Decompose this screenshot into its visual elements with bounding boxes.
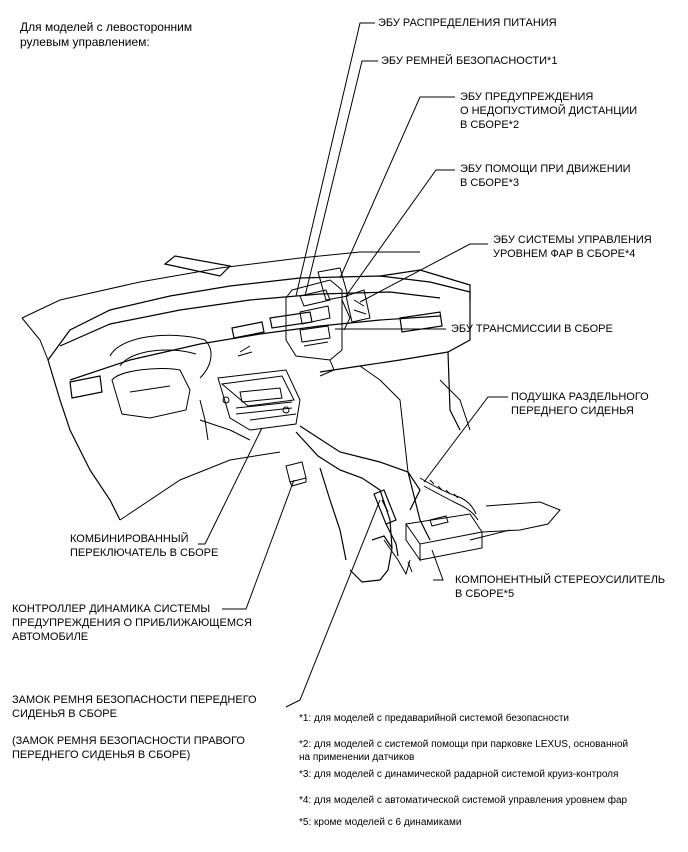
lower-dash: [119, 365, 471, 521]
label-front-seatbelt-buckle: ЗАМОК РЕМНЯ БЕЗОПАСНОСТИ ПЕРЕДНЕГО СИДЕН…: [12, 694, 257, 720]
footnote-2: *2: для моделей с системой помощи при па…: [299, 739, 629, 763]
stereo-amp-part: [383, 513, 483, 576]
seat-rail: [407, 501, 561, 573]
windshield-outline: [21, 251, 420, 361]
label-approach-warning-controller: КОНТРОЛЛЕР ДИНАМИКА СИСТЕМЫ ПРЕДУПРЕЖДЕН…: [12, 603, 252, 643]
label-seat-cushion: ПОДУШКА РАЗДЕЛЬНОГО ПЕРЕДНЕГО СИДЕНЬЯ: [511, 391, 649, 417]
footnote-1: *1: для моделей с предаварийной системой…: [299, 713, 569, 724]
label-power-distribution-ecu: ЭБУ РАСПРЕДЕЛЕНИЯ ПИТАНИЯ: [378, 17, 557, 29]
center-stack: [217, 369, 301, 431]
label-seatbelt-ecu: ЭБУ РЕМНЕЙ БЕЗОПАСНОСТИ*1: [381, 55, 558, 67]
label-right-seatbelt-buckle: (ЗАМОК РЕМНЯ БЕЗОПАСНОСТИ ПРАВОГО ПЕРЕДН…: [12, 735, 245, 761]
footnote-4: *4: для моделей с автоматической системо…: [299, 795, 628, 806]
diagram-header: Для моделей с левосторонним рулевым упра…: [20, 20, 193, 49]
leader-lines: [198, 22, 508, 708]
ecu-cluster: [285, 267, 371, 377]
label-distance-warning-ecu: ЭБУ ПРЕДУПРЕЖДЕНИЯ О НЕДОПУСТИМОЙ ДИСТАН…: [460, 91, 638, 131]
label-headlamp-leveling-ecu: ЭБУ СИСТЕМЫ УПРАВЛЕНИЯ УРОВНЕМ ФАР В СБО…: [493, 234, 652, 260]
label-combination-switch: КОМБИНИРОВАННЫЙ ПЕРЕКЛЮЧАТЕЛЬ В СБОРЕ: [70, 533, 219, 559]
dashboard-body: [47, 255, 471, 521]
label-transmission-ecu: ЭБУ ТРАНСМИССИИ В СБОРЕ: [451, 323, 613, 335]
label-driving-support-ecu: ЭБУ ПОМОЩИ ПРИ ДВИЖЕНИИ В СБОРЕ*3: [460, 163, 631, 189]
approach-controller-part: [285, 461, 307, 487]
footnote-5: *5: кроме моделей с 6 динамиками: [299, 817, 462, 828]
steering-area: [109, 334, 253, 441]
label-stereo-amplifier: КОМПОНЕНТНЫЙ СТЕРЕОУСИЛИТЕЛЬ В СБОРЕ*5: [455, 574, 666, 600]
seat-cushion-part: [419, 477, 479, 521]
footnote-3: *3: для моделей с динамической радарной …: [299, 769, 619, 780]
center-console: [295, 425, 431, 583]
